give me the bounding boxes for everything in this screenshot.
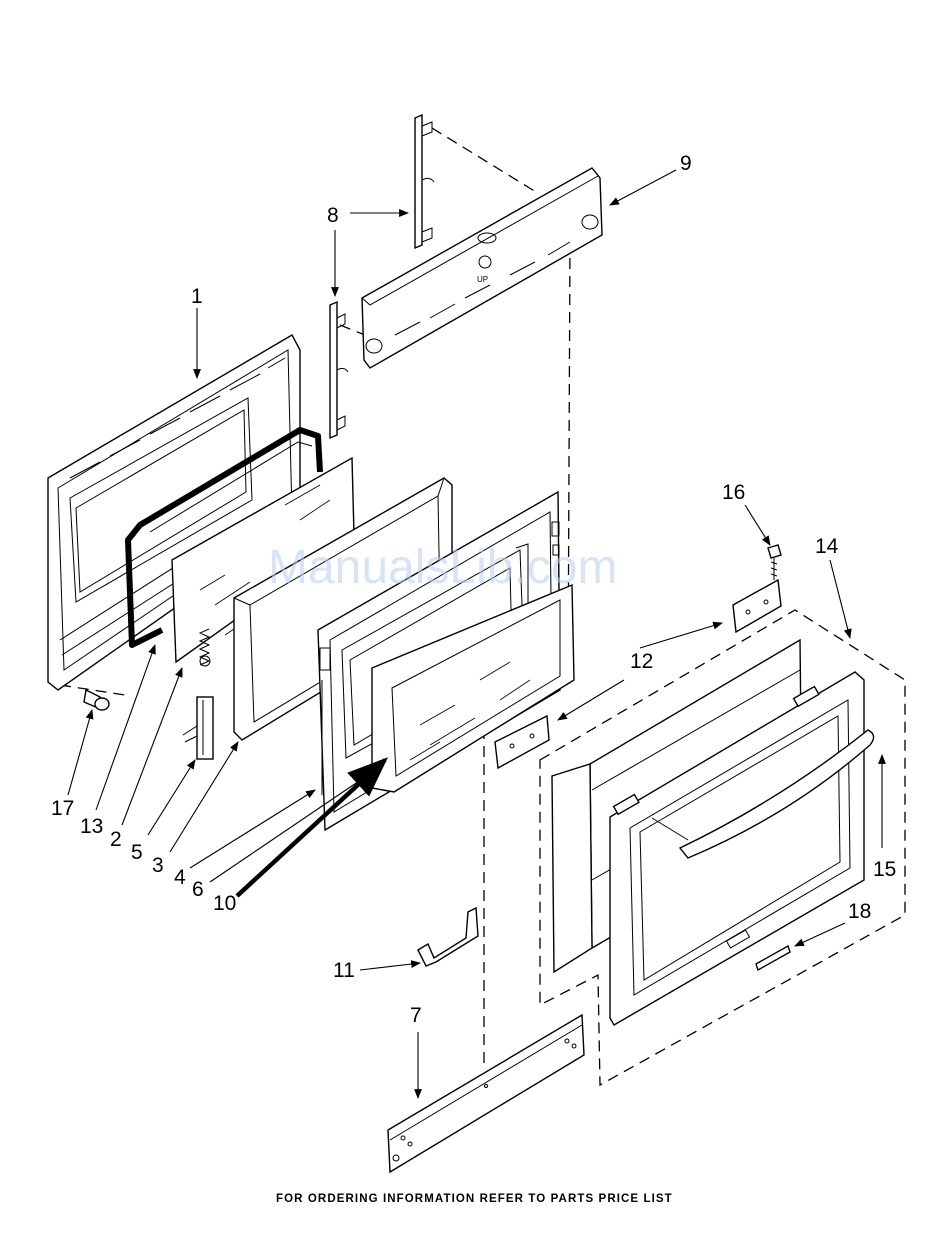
callout-7: 7 [410,1004,422,1027]
bottom-trim [388,1015,584,1172]
callout-3: 3 [152,854,164,877]
screw-16 [768,545,781,580]
callout-9: 9 [680,152,692,175]
callout-15: 15 [873,858,896,881]
hinge-bracket-lower [330,302,348,438]
callout-14: 14 [815,535,839,558]
callout-16: 16 [722,481,745,504]
callout-10: 10 [213,892,236,915]
panel-up-mark: UP [477,275,488,284]
screw-17 [84,690,109,710]
callout-8: 8 [327,204,339,227]
callout-18: 18 [848,900,871,923]
callout-17: 17 [51,797,74,820]
callout-5: 5 [131,841,143,864]
hinge-bracket-upper [415,115,434,248]
callout-6: 6 [192,878,204,901]
callout-1: 1 [191,285,203,308]
callout-13: 13 [80,815,103,838]
callout-11: 11 [333,959,355,982]
callout-12: 12 [630,650,653,673]
top-vent-panel: UP [362,168,602,368]
watermark: ManualsLib.com [268,541,618,594]
callout-4: 4 [174,866,186,889]
lower-clip [418,908,478,966]
hinge-plate-upper [733,580,781,632]
callout-2: 2 [110,828,122,851]
footer-note: FOR ORDERING INFORMATION REFER TO PARTS … [276,1193,673,1205]
